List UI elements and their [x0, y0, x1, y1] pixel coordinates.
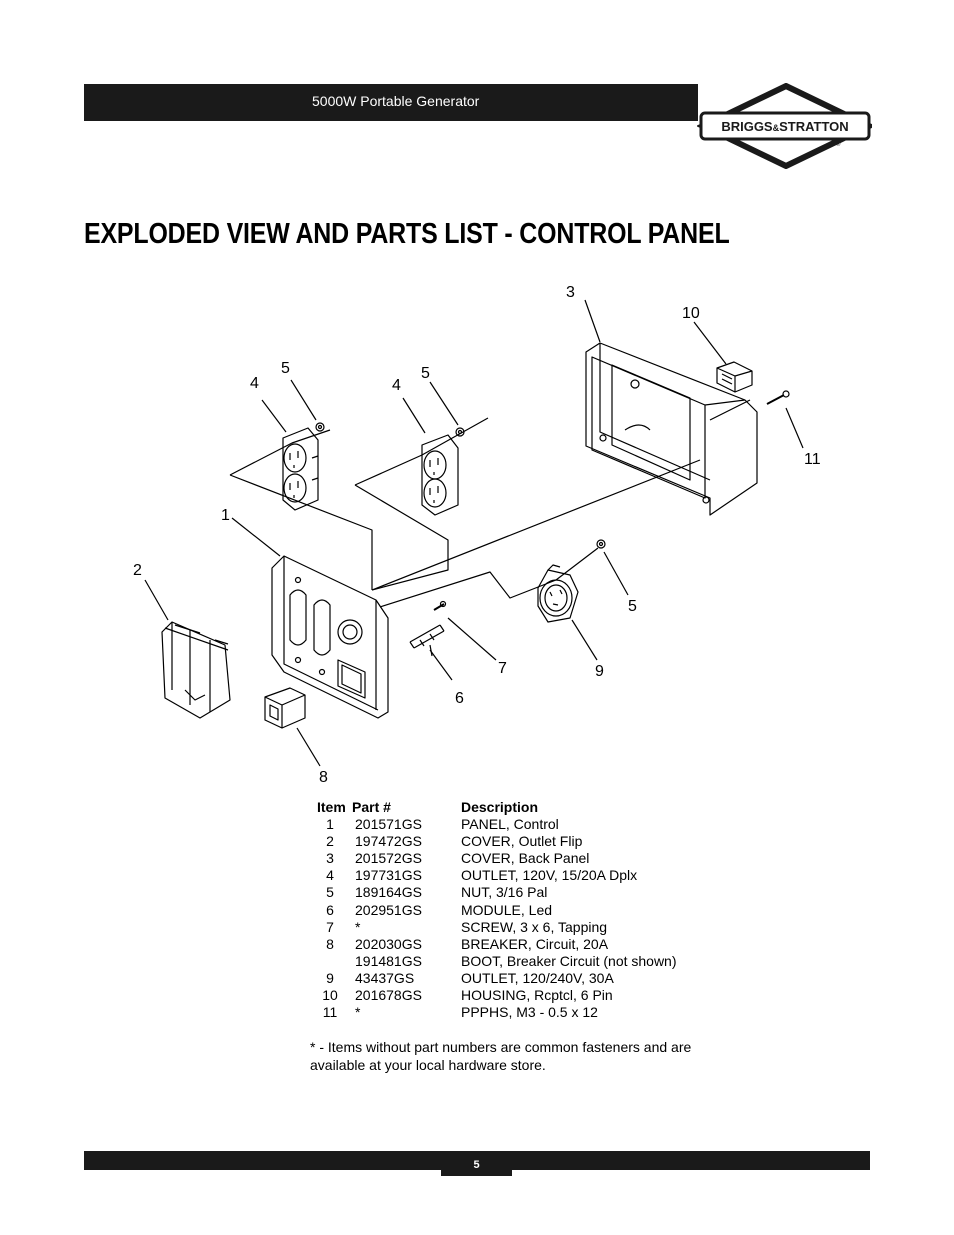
nut-5b — [455, 427, 465, 437]
control-panel — [271, 555, 389, 719]
led-module — [409, 624, 445, 657]
nut-5a — [315, 422, 325, 432]
callout-5: 5 — [421, 365, 430, 382]
outlet-flip-cover — [161, 621, 231, 719]
duplex-outlet-left — [282, 427, 319, 511]
callout-2: 2 — [133, 562, 142, 579]
screw-7 — [433, 600, 447, 611]
header-bar: 5000W Portable Generator — [84, 84, 698, 121]
back-panel-cover — [585, 342, 758, 516]
page-number: 5 — [441, 1151, 512, 1176]
duplex-outlet-right — [421, 434, 459, 516]
svg-text:BRIGGS&STRATTON: BRIGGS&STRATTON — [721, 119, 848, 134]
callout-1: 1 — [221, 507, 230, 524]
callout-9: 9 — [595, 663, 604, 680]
header-title: 5000W Portable Generator — [312, 93, 480, 109]
nut-5c — [596, 539, 606, 549]
receptacle-housing — [716, 361, 753, 393]
description-header: Description — [461, 799, 539, 815]
circuit-breaker — [264, 687, 306, 729]
screw-11 — [766, 390, 790, 405]
callout-8: 8 — [319, 769, 328, 786]
callout-5: 5 — [628, 598, 637, 615]
callout-11: 11 — [804, 451, 821, 468]
footnote: * - Items without part numbers are commo… — [310, 1039, 692, 1073]
svg-text:®: ® — [836, 141, 841, 148]
part-number-header: Part # — [352, 799, 391, 815]
callout-6: 6 — [455, 690, 464, 707]
callout-7: 7 — [498, 660, 507, 677]
item-header: Item — [317, 799, 346, 815]
outlet-30a — [537, 564, 579, 623]
callout-4: 4 — [392, 377, 401, 394]
callout-10: 10 — [682, 305, 700, 322]
exploded-view-diagram: 3 10 11 4 5 4 5 1 2 8 6 7 9 5 — [133, 284, 821, 786]
callout-4: 4 — [250, 375, 259, 392]
briggs-stratton-logo: BRIGGS&STRATTON ® — [697, 83, 872, 169]
callout-3: 3 — [566, 284, 575, 301]
callout-5: 5 — [281, 360, 290, 377]
page-title: EXPLODED VIEW AND PARTS LIST - CONTROL P… — [84, 218, 730, 250]
wire-line — [229, 429, 331, 476]
